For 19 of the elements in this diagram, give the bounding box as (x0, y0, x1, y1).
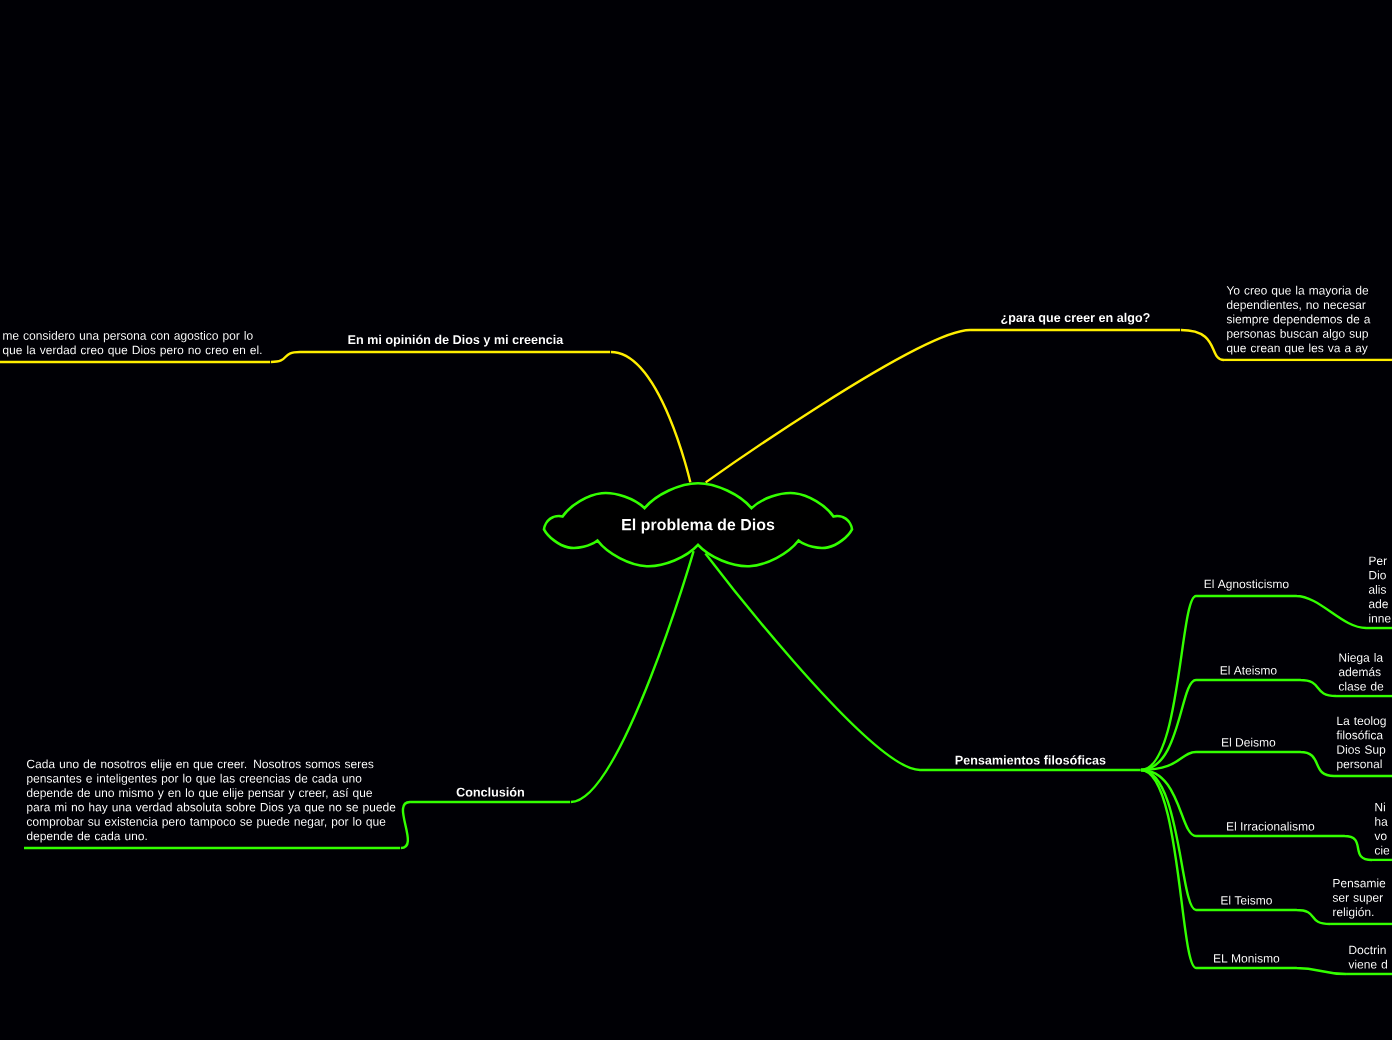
connector (1342, 834, 1373, 862)
connector (610, 350, 692, 483)
connector (1294, 594, 1367, 630)
connector (1140, 768, 1197, 969)
connector (1294, 908, 1331, 926)
connector (1140, 768, 1197, 838)
connector (570, 550, 695, 804)
connector (1298, 750, 1335, 778)
connector (705, 328, 971, 484)
connector (1140, 595, 1197, 772)
connector (270, 350, 301, 364)
connector (1140, 768, 1197, 911)
connector (1140, 678, 1197, 772)
cloud-node: El problema de Dios (542, 481, 854, 568)
connector (400, 800, 411, 850)
connector (1180, 328, 1225, 362)
connector (1294, 966, 1347, 976)
connector (1298, 678, 1337, 698)
connector (704, 552, 921, 772)
